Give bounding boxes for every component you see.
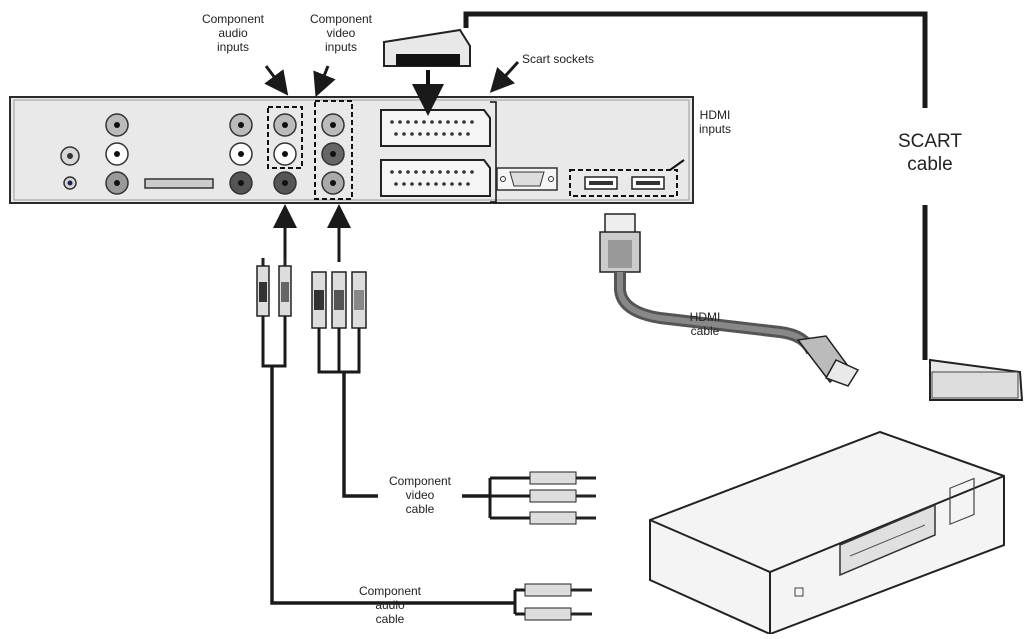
rca-group-left <box>105 113 129 195</box>
label-scart-sockets: Scart sockets <box>522 52 595 66</box>
rca-group-middle <box>229 113 253 195</box>
hdmi-jacks <box>569 169 678 197</box>
label-arrows <box>264 60 520 98</box>
label-component-video-cable: Component video cable <box>388 474 452 516</box>
dvd-player <box>649 430 1005 636</box>
label-component-video-inputs: Component video inputs <box>309 12 373 54</box>
label-scart-cable: SCART cable <box>897 131 963 175</box>
scart-sockets <box>380 101 497 203</box>
label-component-audio-cable: Component audio cable <box>358 584 422 626</box>
aux-connectors <box>60 146 80 190</box>
vga-port <box>496 167 558 191</box>
scart-cable <box>383 11 1024 401</box>
component-audio-cable <box>256 204 592 621</box>
component-video-cable <box>311 204 596 525</box>
label-hdmi-inputs: HDMI inputs <box>698 108 732 136</box>
label-hdmi-cable: HDMI cable <box>689 310 721 338</box>
component-audio-jacks <box>267 106 303 195</box>
hdmi-cable <box>599 159 860 387</box>
label-component-audio-inputs: Component audio inputs <box>201 12 265 54</box>
card-slot <box>144 178 214 189</box>
component-video-jacks <box>314 100 353 200</box>
